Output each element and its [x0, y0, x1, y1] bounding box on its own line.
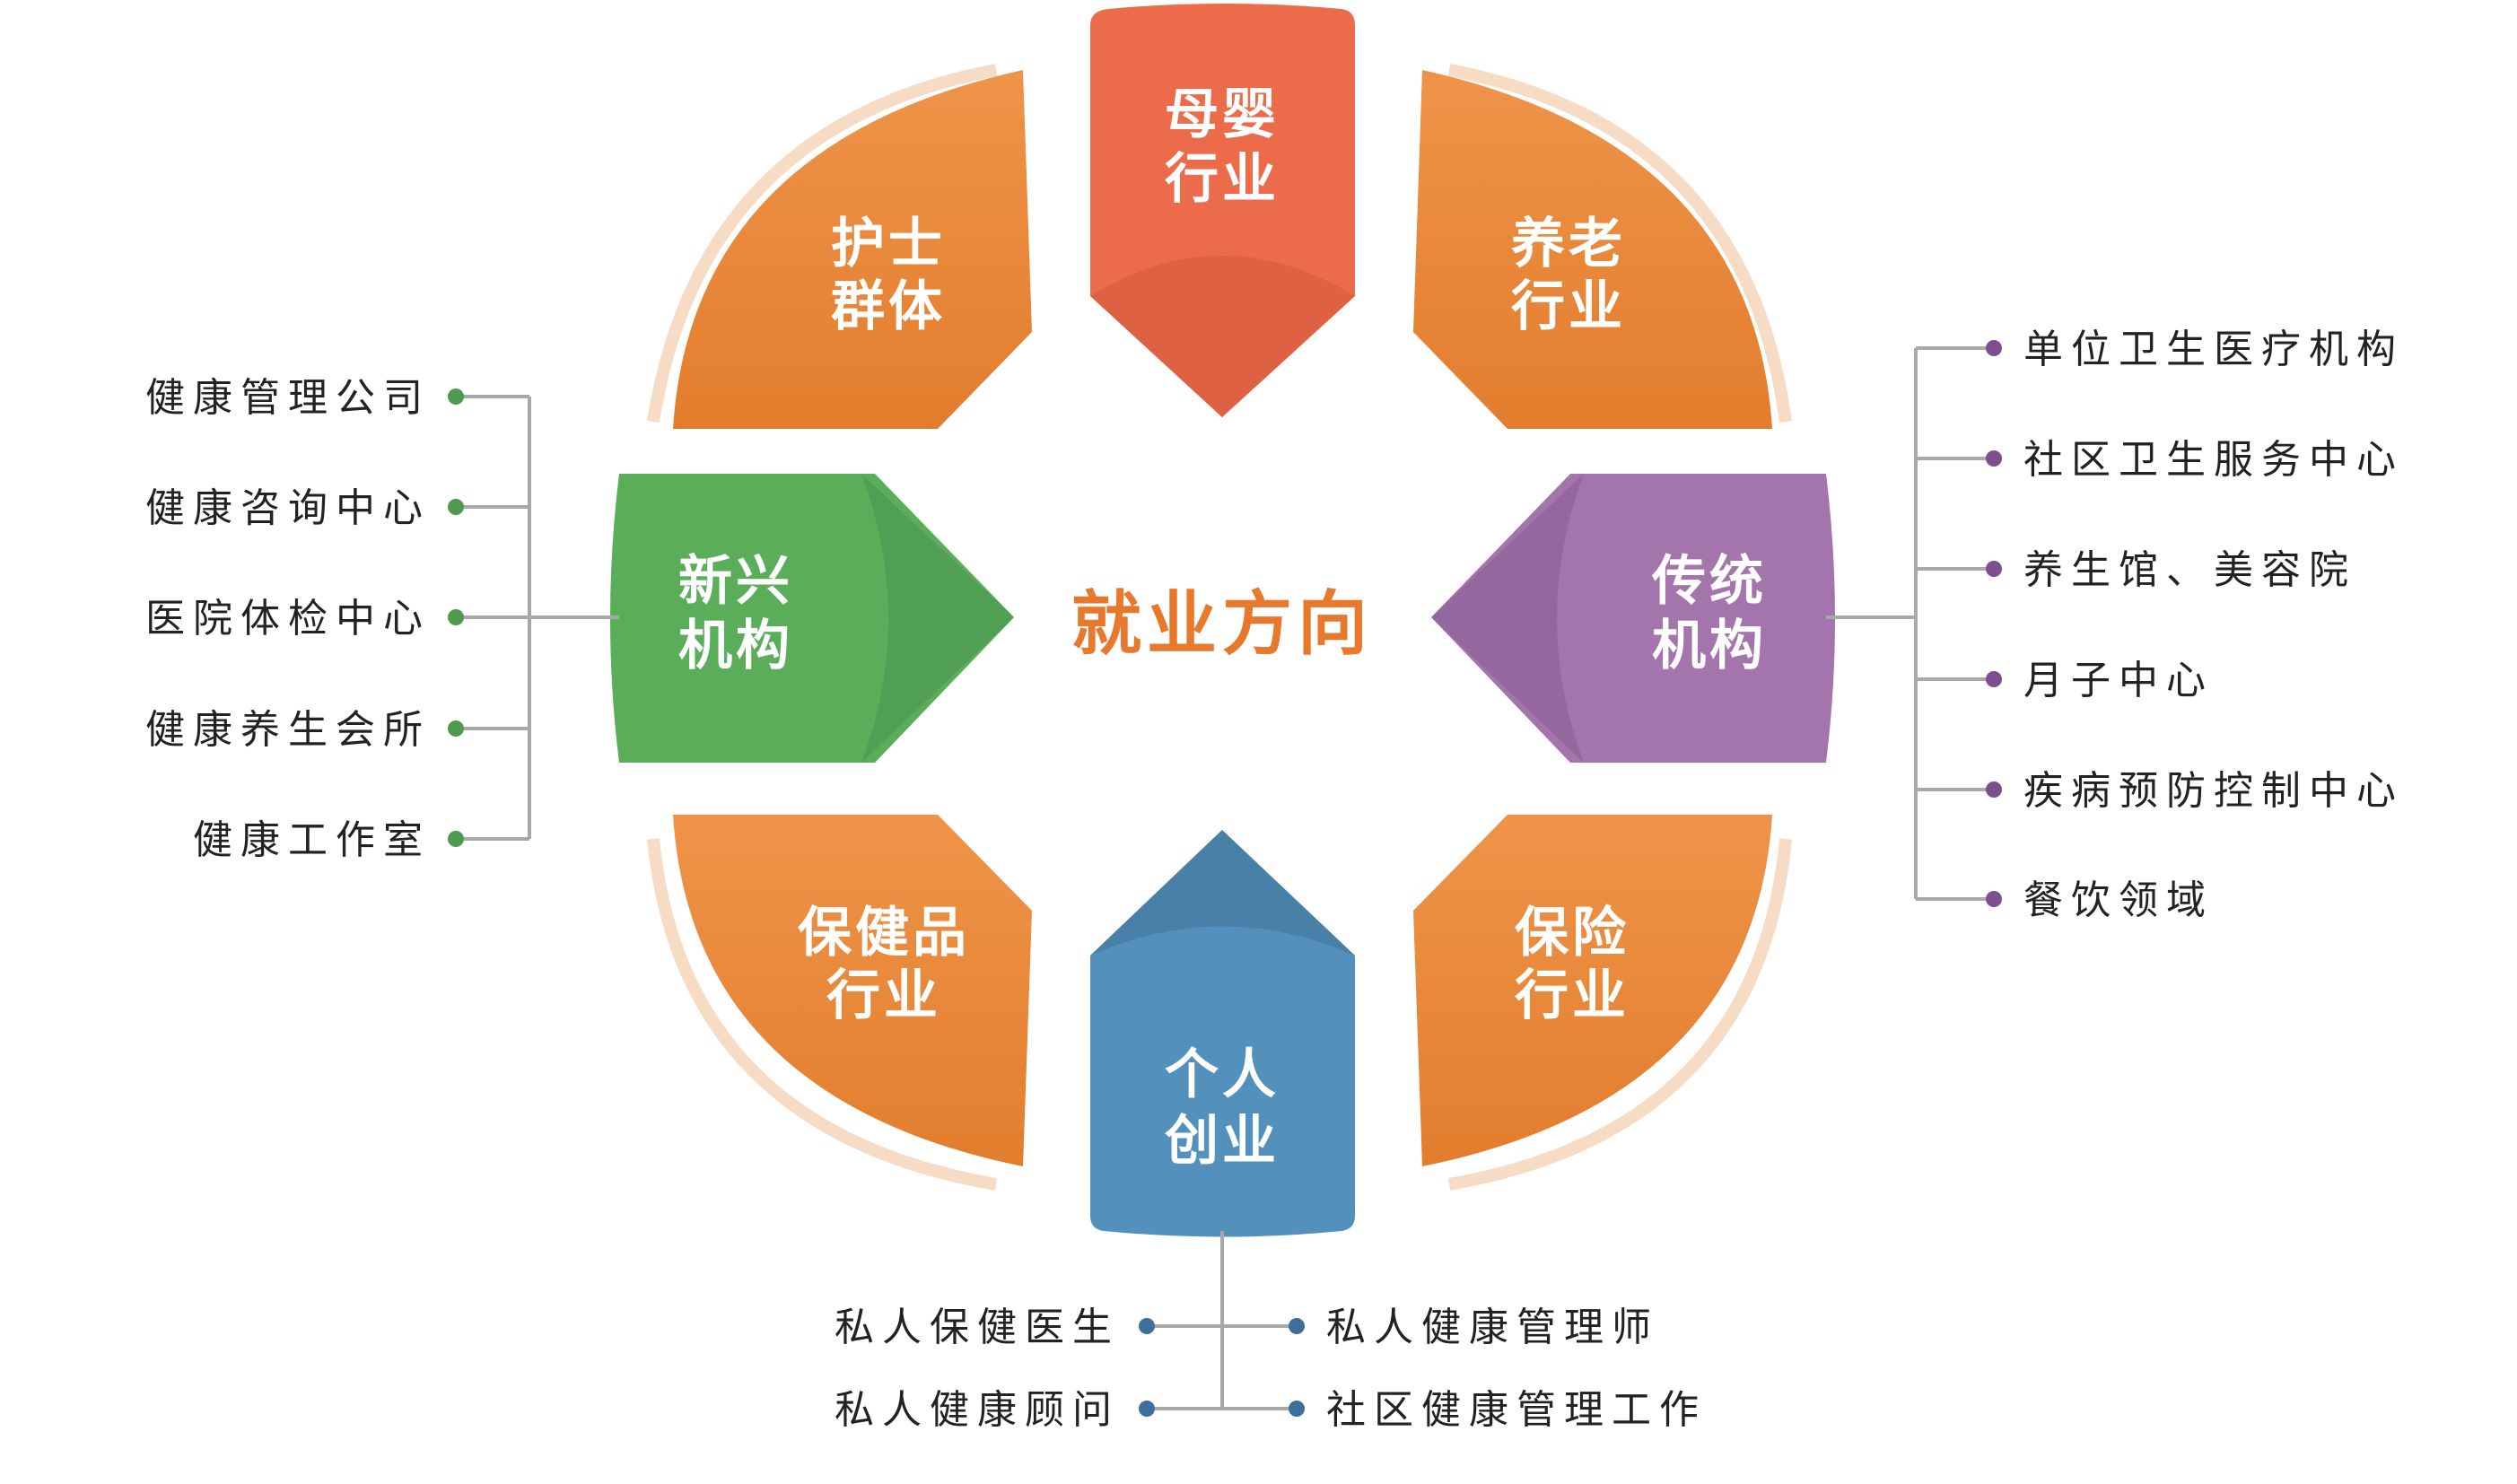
segment-health-products[interactable]: 保健品 行业 — [673, 815, 1032, 1166]
left-list-item: 健康养生会所 — [145, 707, 431, 753]
bottom-list-left-item: 私人保健医生 — [835, 1305, 1120, 1350]
segment-maternal-infant-line1: 母婴 — [1165, 83, 1280, 146]
segment-elderly-care[interactable]: 养老 行业 — [1413, 70, 1772, 429]
segment-personal-business-line1: 个人 — [1165, 1043, 1280, 1106]
bottom-list-bullet-icon — [1139, 1401, 1155, 1417]
segment-health-products-line1: 保健品 — [798, 902, 970, 965]
bottom-list — [1147, 1231, 1297, 1410]
right-list-bullet-icon — [1986, 781, 2002, 798]
segment-insurance[interactable]: 保险 行业 — [1413, 815, 1772, 1166]
bottom-list-right-item: 私人健康管理师 — [1326, 1305, 1659, 1350]
segment-maternal-infant-line2: 行业 — [1165, 148, 1280, 211]
left-list-bullet-icon — [448, 831, 464, 847]
segment-insurance-line1: 保险 — [1515, 902, 1630, 965]
segment-maternal-infant[interactable]: 母婴 行业 — [1090, 4, 1355, 417]
left-list-item: 医院体检中心 — [145, 596, 431, 642]
segment-health-products-line2: 行业 — [826, 965, 941, 1027]
right-list-dots — [1986, 340, 2002, 907]
right-list-item: 养生馆、美容院 — [2023, 547, 2356, 593]
left-list-bullet-icon — [448, 609, 464, 625]
segment-traditional-institutions-line2: 机构 — [1652, 615, 1767, 677]
right-list-bullet-icon — [1986, 450, 2002, 467]
right-list-item: 餐饮领域 — [2023, 877, 2214, 923]
segment-emerging-institutions-line1: 新兴 — [678, 550, 793, 613]
left-list-item: 健康管理公司 — [145, 375, 431, 421]
left-list-bullet-icon — [448, 388, 464, 405]
segment-emerging-institutions[interactable]: 新兴 机构 — [610, 474, 1014, 763]
bottom-list-bullet-icon — [1139, 1318, 1155, 1334]
bottom-list-right-item: 社区健康管理工作 — [1326, 1387, 1707, 1433]
right-list-bullet-icon — [1986, 340, 2002, 356]
center-title: 就业方向 — [1071, 584, 1373, 665]
segment-elderly-care-line1: 养老 — [1511, 213, 1626, 275]
right-list-item: 月子中心 — [2023, 658, 2214, 703]
segment-emerging-institutions-line2: 机构 — [678, 615, 793, 677]
segment-insurance-line2: 行业 — [1515, 965, 1630, 1027]
right-list-item: 单位卫生医疗机构 — [2023, 327, 2404, 372]
right-list-item: 社区卫生服务中心 — [2023, 437, 2404, 483]
bottom-list-left-item: 私人健康顾问 — [835, 1387, 1120, 1433]
left-list — [456, 395, 619, 841]
left-list-item: 健康工作室 — [193, 817, 431, 863]
segment-personal-business[interactable]: 个人 创业 — [1090, 830, 1355, 1237]
right-list-bullet-icon — [1986, 561, 2002, 577]
segment-traditional-institutions[interactable]: 传统 机构 — [1431, 474, 1835, 763]
segment-nurse-group-line1: 护士 — [831, 213, 946, 275]
segment-elderly-care-line2: 行业 — [1511, 275, 1626, 338]
left-list-dots — [448, 388, 464, 847]
left-list-bullet-icon — [448, 499, 464, 515]
right-list — [1826, 346, 1994, 901]
segment-traditional-institutions-line1: 传统 — [1651, 550, 1767, 613]
bottom-list-dots — [1139, 1318, 1305, 1417]
segment-nurse-group[interactable]: 护士 群体 — [673, 70, 1032, 429]
segment-nurse-group-line2: 群体 — [831, 275, 946, 338]
right-list-item: 疾病预防控制中心 — [2023, 768, 2404, 814]
bottom-list-bullet-icon — [1289, 1318, 1305, 1334]
left-list-bullet-icon — [448, 720, 464, 737]
outer-ring-rims — [647, 64, 1792, 1191]
right-list-bullet-icon — [1986, 891, 2002, 907]
segment-personal-business-line2: 创业 — [1165, 1110, 1280, 1173]
right-list-bullet-icon — [1986, 671, 2002, 687]
left-list-item: 健康咨询中心 — [145, 485, 431, 531]
bottom-list-bullet-icon — [1289, 1401, 1305, 1417]
